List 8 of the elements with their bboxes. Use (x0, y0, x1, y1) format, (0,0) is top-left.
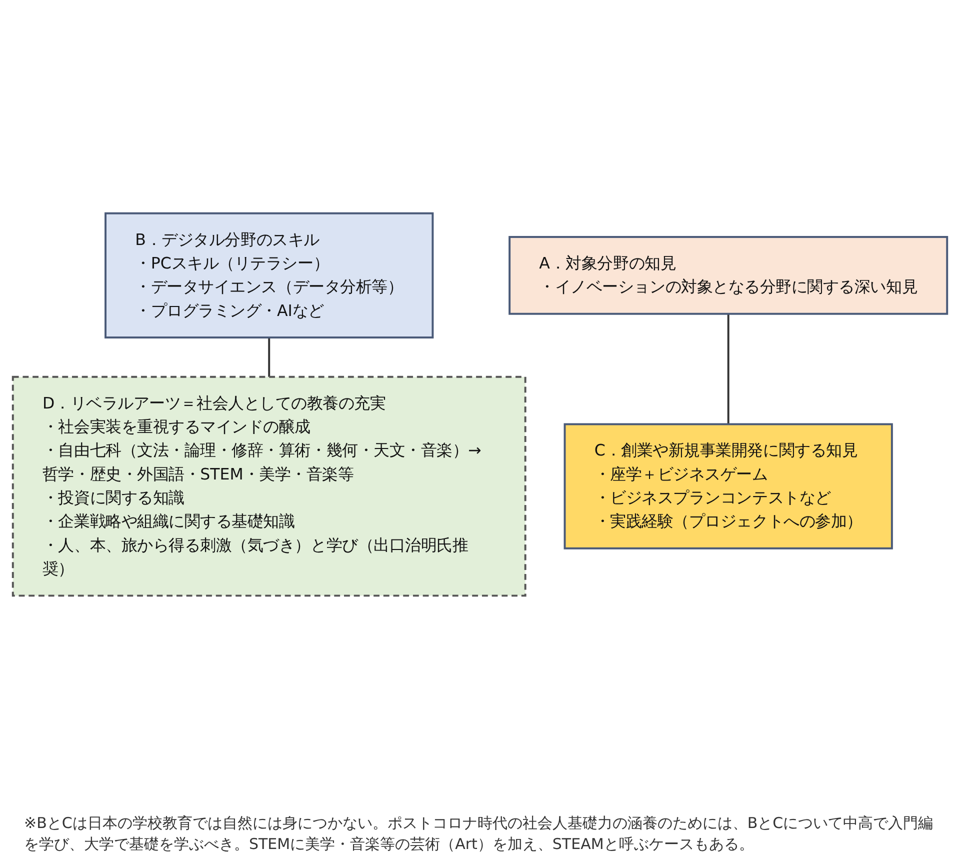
node-box (104, 212, 434, 338)
connector (727, 314, 730, 424)
caption-note: ※BとCは日本の学校教育では自然には身につかない。ポストコロナ時代の社会人基礎力の涵養のためには、BとCについて中高で入門編を学び、大学で基礎を学ぶべき。STEMに美学・音楽等の芸術（Art）を加え、STEAMと呼ぶケースもある。 (24, 813, 934, 855)
diagram: B．デジタル分野のスキル ・PCスキル（リテラシー） ・データサイエンス（データ分析等） ・プログラミング・AIなど A．対象分野の知見 ・イノベーションの対象となる分野に関する深い知見 C．創業や新規事業開発に関する知見 ・座学＋ビジネスゲーム ・ビジネスプランコンテストなど ・実践経験（プロジェクトへの参加） D．リベラルアーツ＝社会人としての教養の充実 ・社会実装を重視するマインドの醸成 ・自由七科（文法・論理・修辞・算術・幾何・天文・音楽）→哲学・歴史・外国語・STEM・美学・音楽等 ・投資に関する知識 ・企業戦略や組織に関する基礎知識 ・人、本、旅から得る刺激（気づき）と学び（出口治明氏推奨） (5, 0, 955, 809)
node-box (564, 423, 893, 550)
node-box (12, 376, 526, 597)
connector (268, 338, 270, 377)
node-box (508, 236, 948, 315)
